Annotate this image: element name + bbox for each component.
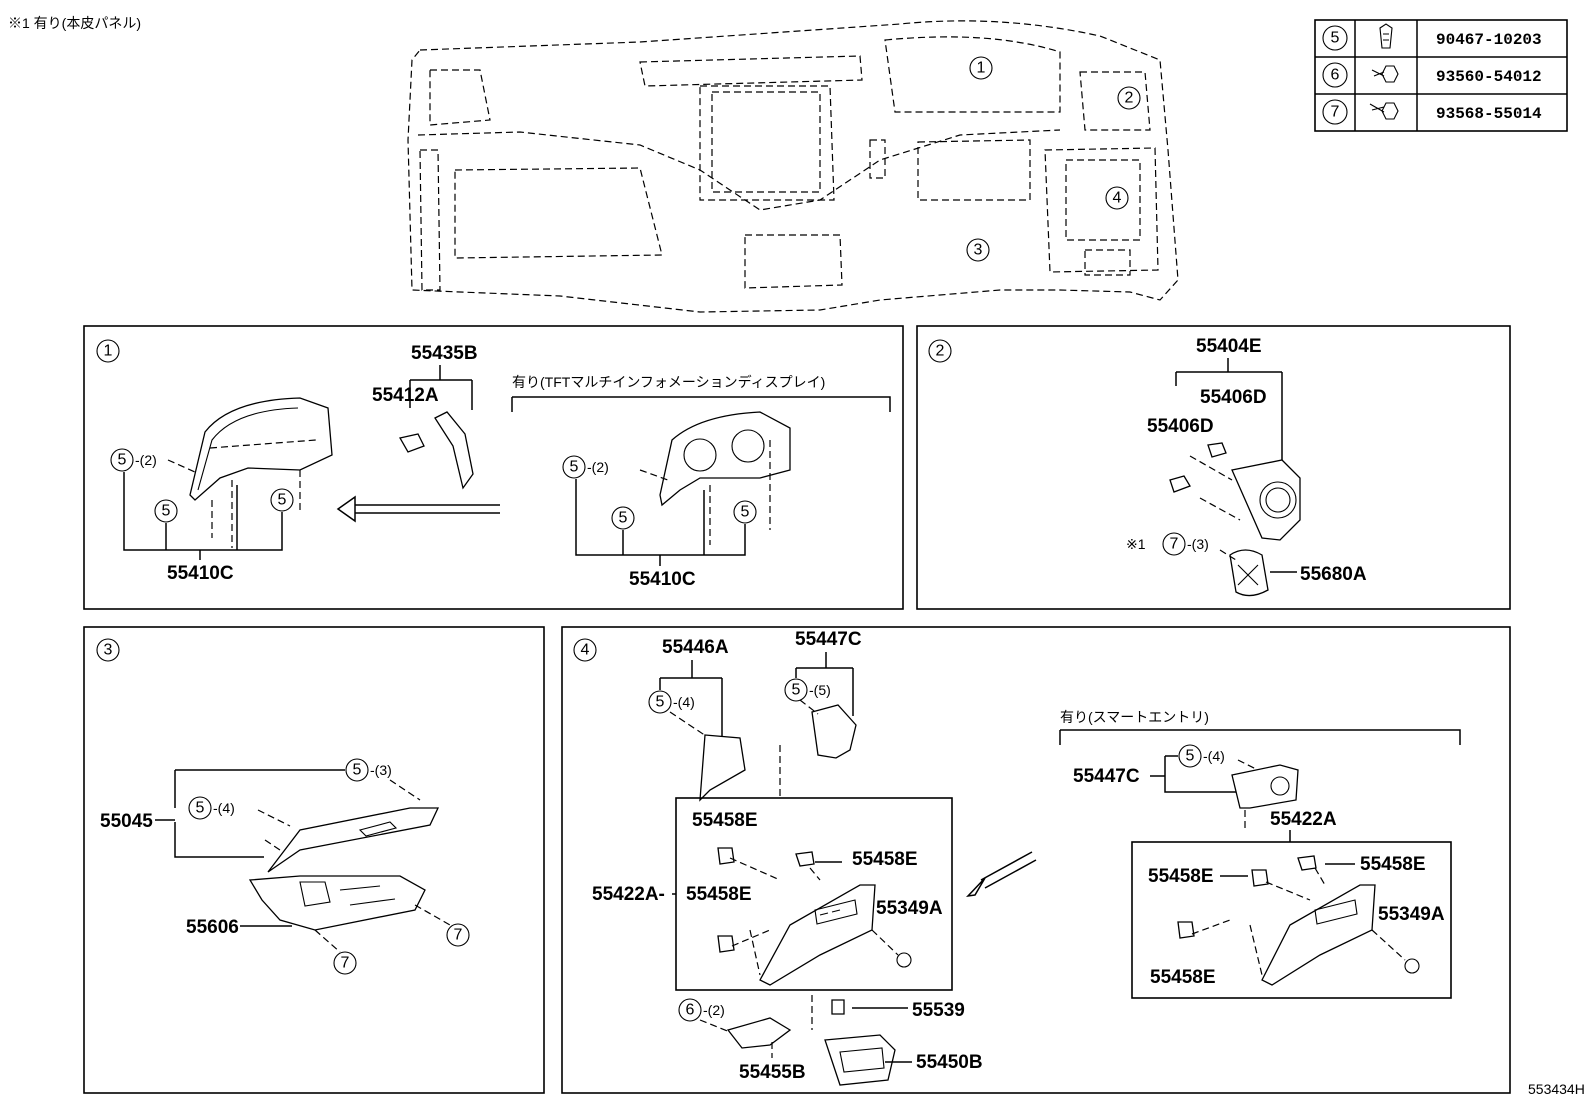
svg-text:6: 6 — [686, 1002, 695, 1019]
part-label-55539: 55539 — [912, 1000, 965, 1021]
knee-panel-part — [699, 734, 746, 802]
panel-3-lower-panel: 3 5 -(3) 5 -(4) 55045 55606 7 7 — [83, 626, 545, 1094]
panel-1-meter-hood: 1 5 -(2) 5 5 55410C 55435B 55412A 有り(TFT… — [83, 325, 904, 610]
part-label-55404E: 55404E — [1196, 336, 1262, 357]
svg-text:2: 2 — [1125, 90, 1134, 107]
part-label-55422A: 55422A — [1270, 809, 1337, 830]
part-label-55680A: 55680A — [1300, 564, 1367, 585]
part-label-55406D: 55406D — [1147, 416, 1214, 437]
clip-icon — [1379, 23, 1393, 49]
part-label-55455B: 55455B — [739, 1062, 806, 1083]
part-label-55412A: 55412A — [372, 385, 439, 406]
svg-text:5: 5 — [353, 762, 362, 779]
svg-text:-(4): -(4) — [1203, 748, 1225, 764]
svg-text:7: 7 — [1170, 536, 1179, 553]
part-label-55447C: 55447C — [795, 629, 862, 650]
ref-number: 5 — [1331, 30, 1340, 47]
part-label-55410C: 55410C — [629, 569, 696, 590]
svg-text:7: 7 — [454, 927, 463, 944]
variant-label-smart-entry: 有り(スマートエントリ) — [1060, 709, 1209, 725]
svg-text:5: 5 — [656, 694, 665, 711]
svg-text:5: 5 — [1186, 748, 1195, 765]
dashboard-overview: 1 2 4 3 — [407, 20, 1179, 313]
svg-text:-(4): -(4) — [673, 694, 695, 710]
part-label-55450B: 55450B — [916, 1052, 983, 1073]
part-label-55458E: 55458E — [686, 884, 752, 905]
part-label-55446A: 55446A — [662, 637, 729, 658]
part-label-55606: 55606 — [186, 917, 239, 938]
part-label-55458E: 55458E — [692, 810, 758, 831]
part-number: 90467-10203 — [1436, 31, 1542, 49]
svg-text:5: 5 — [162, 503, 171, 520]
part-number: 93560-54012 — [1436, 68, 1542, 86]
table-row: 6 93560-54012 — [1322, 62, 1542, 88]
fastener-table: 5 90467-10203 6 93560-54012 7 93568-5501… — [1314, 19, 1568, 132]
meter-hood-tft-part — [659, 411, 791, 507]
panel-ref: 2 — [936, 343, 945, 360]
svg-text:1: 1 — [977, 60, 986, 77]
part-label-55349A: 55349A — [1378, 904, 1445, 925]
under-cover-part — [248, 875, 426, 931]
part-label-55458E: 55458E — [1360, 854, 1426, 875]
svg-text:-(5): -(5) — [809, 682, 831, 698]
trim-part — [726, 1017, 792, 1049]
panel-ref: 4 — [581, 642, 590, 659]
svg-text:5: 5 — [118, 452, 127, 469]
switch-panel-smart-part — [1261, 884, 1376, 986]
svg-text:-(3): -(3) — [1187, 536, 1209, 552]
part-label-55447C: 55447C — [1073, 766, 1140, 787]
svg-text:7: 7 — [341, 955, 350, 972]
switch-panel-part — [759, 884, 876, 986]
overview-ref-1: 1 — [969, 56, 993, 80]
column-cover-part — [811, 704, 857, 759]
part-number: 93568-55014 — [1436, 105, 1542, 123]
overview-ref-4: 4 — [1105, 186, 1129, 210]
part-label-55458E: 55458E — [1150, 967, 1216, 988]
svg-text:5: 5 — [570, 459, 579, 476]
screw-icon — [1369, 102, 1399, 120]
part-label-55045: 55045 — [100, 811, 153, 832]
overview-ref-3: 3 — [966, 238, 990, 262]
svg-text:-(2): -(2) — [587, 459, 609, 475]
part-label-55410C: 55410C — [167, 563, 234, 584]
part-label-55458E: 55458E — [1148, 866, 1214, 887]
svg-text:5: 5 — [741, 504, 750, 521]
svg-text:5: 5 — [196, 800, 205, 817]
table-row: 5 90467-10203 — [1322, 23, 1542, 51]
part-label-55349A: 55349A — [876, 898, 943, 919]
svg-text:4: 4 — [1113, 190, 1122, 207]
panel-4-switch-area: 4 55446A 5 -(4) 55447C 5 -(5) 55458E 554… — [561, 626, 1511, 1094]
svg-text:3: 3 — [974, 242, 983, 259]
part-label-55422A: 55422A- — [592, 884, 665, 905]
svg-text:-(2): -(2) — [703, 1002, 725, 1018]
panel-ref: 1 — [104, 343, 113, 360]
pocket-part — [824, 1034, 896, 1086]
panel-2-outlet-panel: 2 55404E 55406D 55406D ※1 7 -(3) 55680A — [916, 325, 1511, 610]
svg-text:5: 5 — [619, 510, 628, 527]
switch-base-part — [1231, 764, 1299, 809]
lower-panel-part — [267, 807, 440, 873]
ref-number: 7 — [1331, 104, 1340, 121]
variant-label-tft: 有り(TFTマルチインフォメーションディスプレイ) — [512, 374, 825, 390]
screw-icon — [1371, 65, 1399, 83]
overview-ref-2: 2 — [1117, 86, 1141, 110]
register-part — [1229, 549, 1269, 597]
svg-text:-(4): -(4) — [213, 800, 235, 816]
svg-text:-(3): -(3) — [370, 762, 392, 778]
part-label-55406D: 55406D — [1200, 387, 1267, 408]
meter-hood-part — [189, 397, 333, 501]
svg-text:-(2): -(2) — [135, 452, 157, 468]
part-label-55458E: 55458E — [852, 849, 918, 870]
svg-text:5: 5 — [278, 492, 287, 509]
panel-ref: 3 — [104, 642, 113, 659]
part-label-55435B: 55435B — [411, 343, 478, 364]
svg-text:※1: ※1 — [1126, 536, 1146, 552]
figure-code: 553434H — [1528, 1081, 1585, 1097]
ref-number: 6 — [1331, 67, 1340, 84]
svg-text:5: 5 — [792, 682, 801, 699]
note-leather-panel: ※1 有り(本皮パネル) — [8, 15, 141, 31]
table-row: 7 93568-55014 — [1322, 99, 1542, 125]
